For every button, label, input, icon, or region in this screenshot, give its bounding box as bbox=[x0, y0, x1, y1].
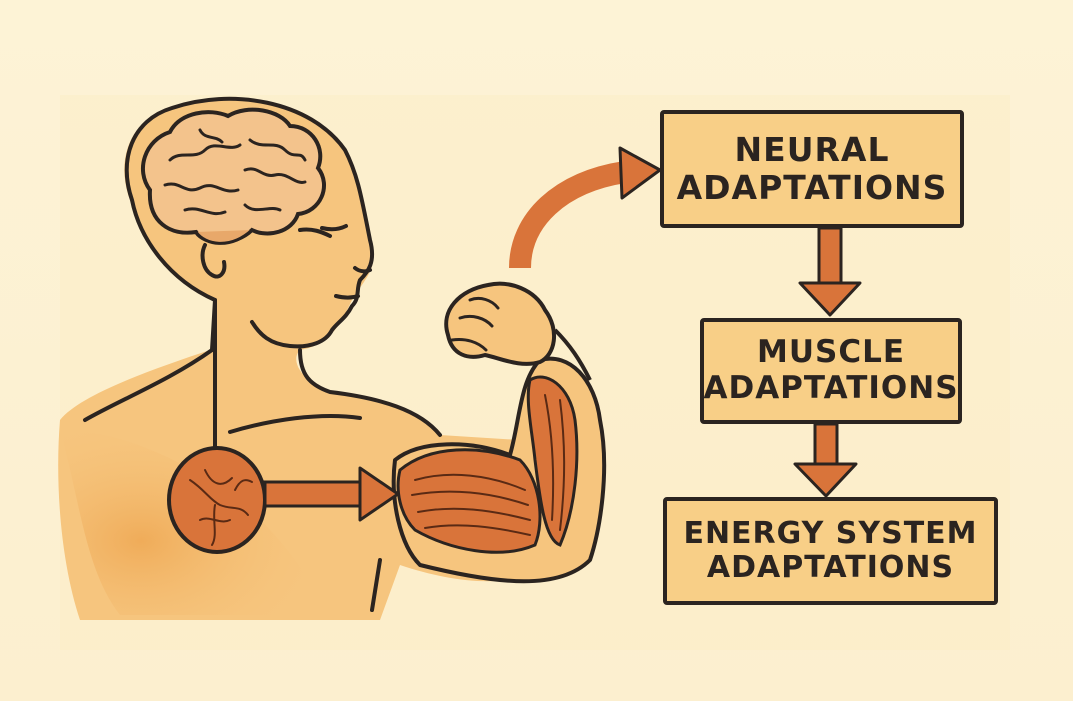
flexed-bicep-icon bbox=[391, 281, 607, 584]
arrow-neural-to-muscle bbox=[798, 226, 862, 317]
heart-to-muscle-arrow bbox=[263, 466, 400, 522]
curved-arrow-to-neural bbox=[509, 146, 662, 269]
muscle-adaptations-label: MUSCLE ADAPTATIONS bbox=[703, 334, 959, 406]
heart-icon bbox=[167, 446, 267, 554]
brain-icon bbox=[140, 107, 326, 245]
muscle-adaptations-box: MUSCLE ADAPTATIONS bbox=[700, 318, 962, 424]
neural-adaptations-label: NEURAL ADAPTATIONS bbox=[676, 130, 948, 207]
energy-system-adaptations-label: ENERGY SYSTEM ADAPTATIONS bbox=[683, 515, 978, 585]
neural-adaptations-box: NEURAL ADAPTATIONS bbox=[660, 110, 964, 228]
energy-system-adaptations-box: ENERGY SYSTEM ADAPTATIONS bbox=[663, 497, 998, 605]
human-head-icon bbox=[83, 96, 442, 612]
arrow-muscle-to-energy bbox=[793, 422, 858, 498]
